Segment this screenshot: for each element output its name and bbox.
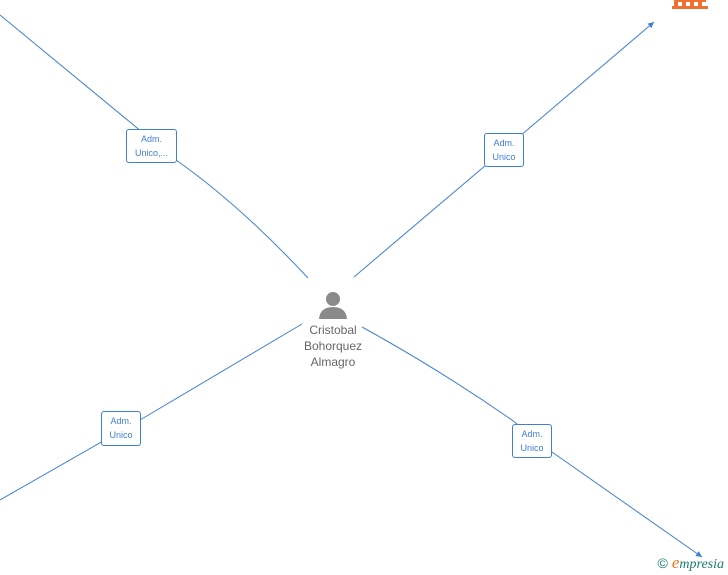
person-icon-spacer [293,290,373,320]
edge-line-top-left [0,14,309,279]
brand-logo-text: mpresia [679,557,724,572]
person-name-line: Bohorquez [303,339,363,353]
edge-label-line: Unico [109,430,133,440]
person-name[interactable]: Cristobal Bohorquez Almagro [293,322,373,370]
edge-label-line: Adm. [493,138,515,148]
edge-label-top-left[interactable]: Adm. Unico,... [126,129,177,163]
edge-label-line: Unico [492,152,516,162]
footer-brand: ©empresia [658,553,724,573]
edge-label-bottom-right[interactable]: Adm. Unico [512,424,552,458]
brand-logo-initial: e [671,553,680,572]
person-icon[interactable] [319,292,347,319]
copyright-symbol: © [657,555,668,571]
edge-label-top-right[interactable]: Adm. Unico [484,133,524,167]
person-node[interactable]: Cristobal Bohorquez Almagro [293,290,373,370]
edge-line-bottom-right [361,326,703,558]
edge-label-line: Adm. [110,416,132,426]
company-building-icon[interactable] [672,0,708,9]
edge-label-line: Unico,... [134,148,168,158]
edge-label-line: Adm. [140,134,162,144]
person-name-line: Cristobal [309,323,357,337]
edge-label-bottom-left[interactable]: Adm. Unico [101,411,141,446]
edge-label-line: Adm. [521,429,543,439]
edge-line-bottom-left [0,323,303,501]
person-name-line: Almagro [310,355,356,369]
edge-label-line: Unico [520,443,544,453]
